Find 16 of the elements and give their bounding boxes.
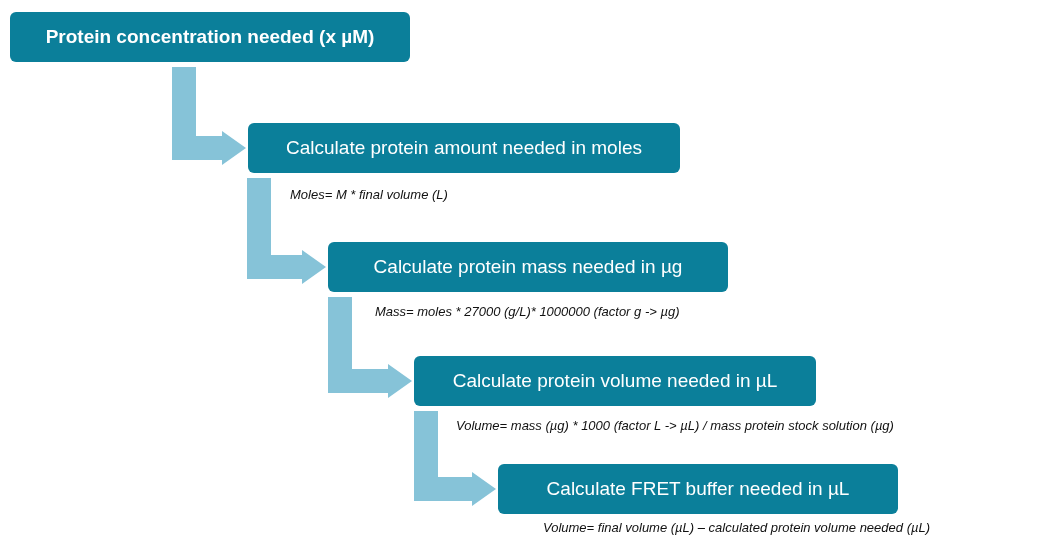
process-box (248, 123, 680, 173)
process-box (414, 356, 816, 406)
bent-arrow (247, 178, 326, 284)
process-box (328, 242, 728, 292)
box-label: Calculate protein amount needed in moles (286, 137, 642, 159)
box-label: Calculate protein mass needed in µg (373, 256, 683, 278)
process-box (10, 12, 410, 62)
box-label: Calculate protein volume needed in µL (452, 370, 778, 392)
box-label: Protein concentration needed (x µM) (45, 26, 375, 48)
formula-text: Moles= M * final volume (L) (290, 187, 448, 202)
formula-text: Volume= final volume (µL) – calculated protein volume needed (µL) (543, 520, 930, 535)
process-box (498, 464, 898, 514)
box-label: Calculate FRET buffer needed in µL (546, 478, 850, 500)
bent-arrow (328, 297, 412, 398)
formula-text: Mass= moles * 27000 (g/L)* 1000000 (factor g -> µg) (375, 304, 680, 319)
formula-text: Volume= mass (µg) * 1000 (factor L -> µL) / mass protein stock solution (µg) (456, 418, 894, 433)
